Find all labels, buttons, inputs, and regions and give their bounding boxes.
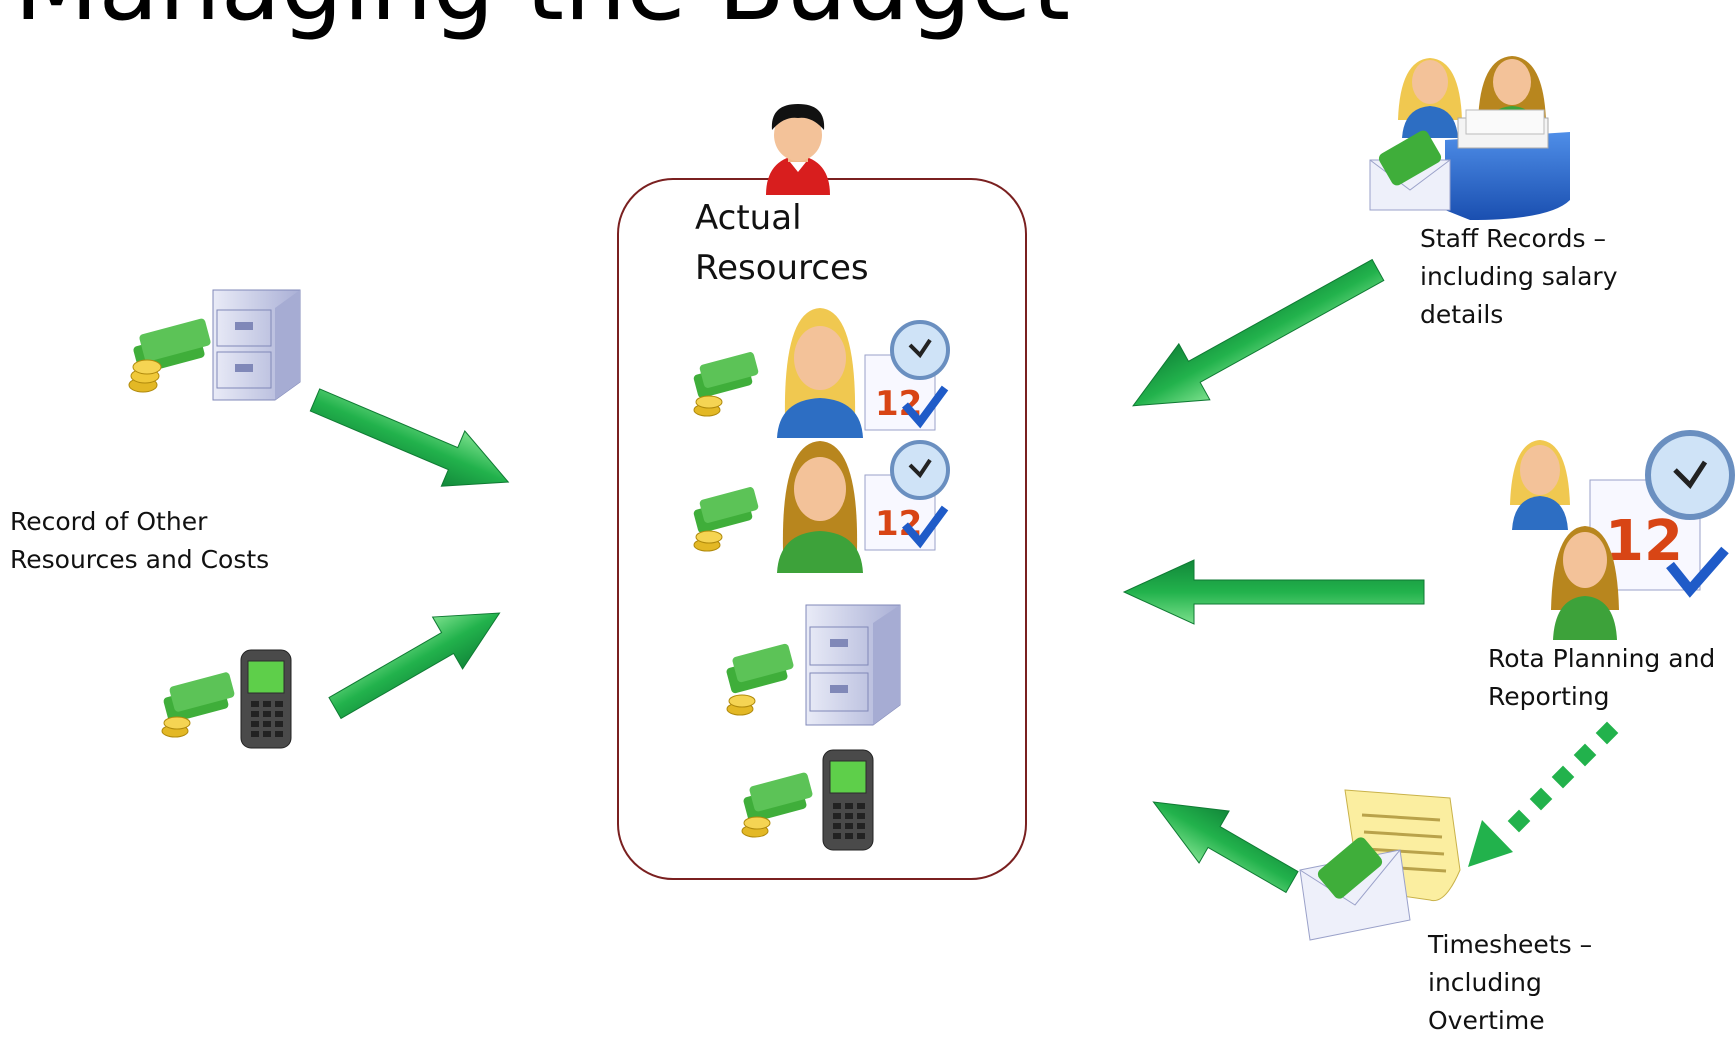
resource-brown-woman-icon: 12 bbox=[693, 440, 950, 573]
cabinet-money-icon-left bbox=[128, 289, 301, 401]
staff-records-icon bbox=[1369, 56, 1570, 220]
dotted-arrow-rota-to-timesheets bbox=[1468, 721, 1619, 867]
timesheets-label: Timesheets – including Overtime bbox=[1428, 930, 1593, 1035]
page-title: Managing the Budget bbox=[14, 0, 1070, 46]
man-avatar-icon bbox=[766, 104, 830, 195]
phone-money-icon-left bbox=[161, 649, 292, 749]
svg-text:12: 12 bbox=[1605, 509, 1683, 574]
arrow-rota-to-center bbox=[1122, 559, 1425, 625]
actual-resources-label: Actual Resources bbox=[695, 198, 869, 288]
arrow-timesheets-to-center bbox=[1152, 801, 1299, 894]
other-resources-label: Record of Other Resources and Costs bbox=[10, 507, 270, 574]
arrow-phone-to-center bbox=[328, 612, 501, 720]
resource-cabinet-icon bbox=[726, 604, 901, 726]
rota-planning-icon: 12 bbox=[1510, 430, 1735, 640]
rota-planning-label: Rota Planning and Reporting bbox=[1488, 644, 1716, 711]
resource-phone-icon bbox=[741, 749, 874, 851]
staff-records-label: Staff Records – including salary details bbox=[1420, 224, 1618, 329]
timesheets-icon bbox=[1299, 789, 1461, 941]
resource-blond-woman-icon: 12 bbox=[693, 308, 950, 438]
arrow-staff-to-center bbox=[1132, 258, 1385, 407]
arrow-other-to-center bbox=[309, 388, 510, 487]
